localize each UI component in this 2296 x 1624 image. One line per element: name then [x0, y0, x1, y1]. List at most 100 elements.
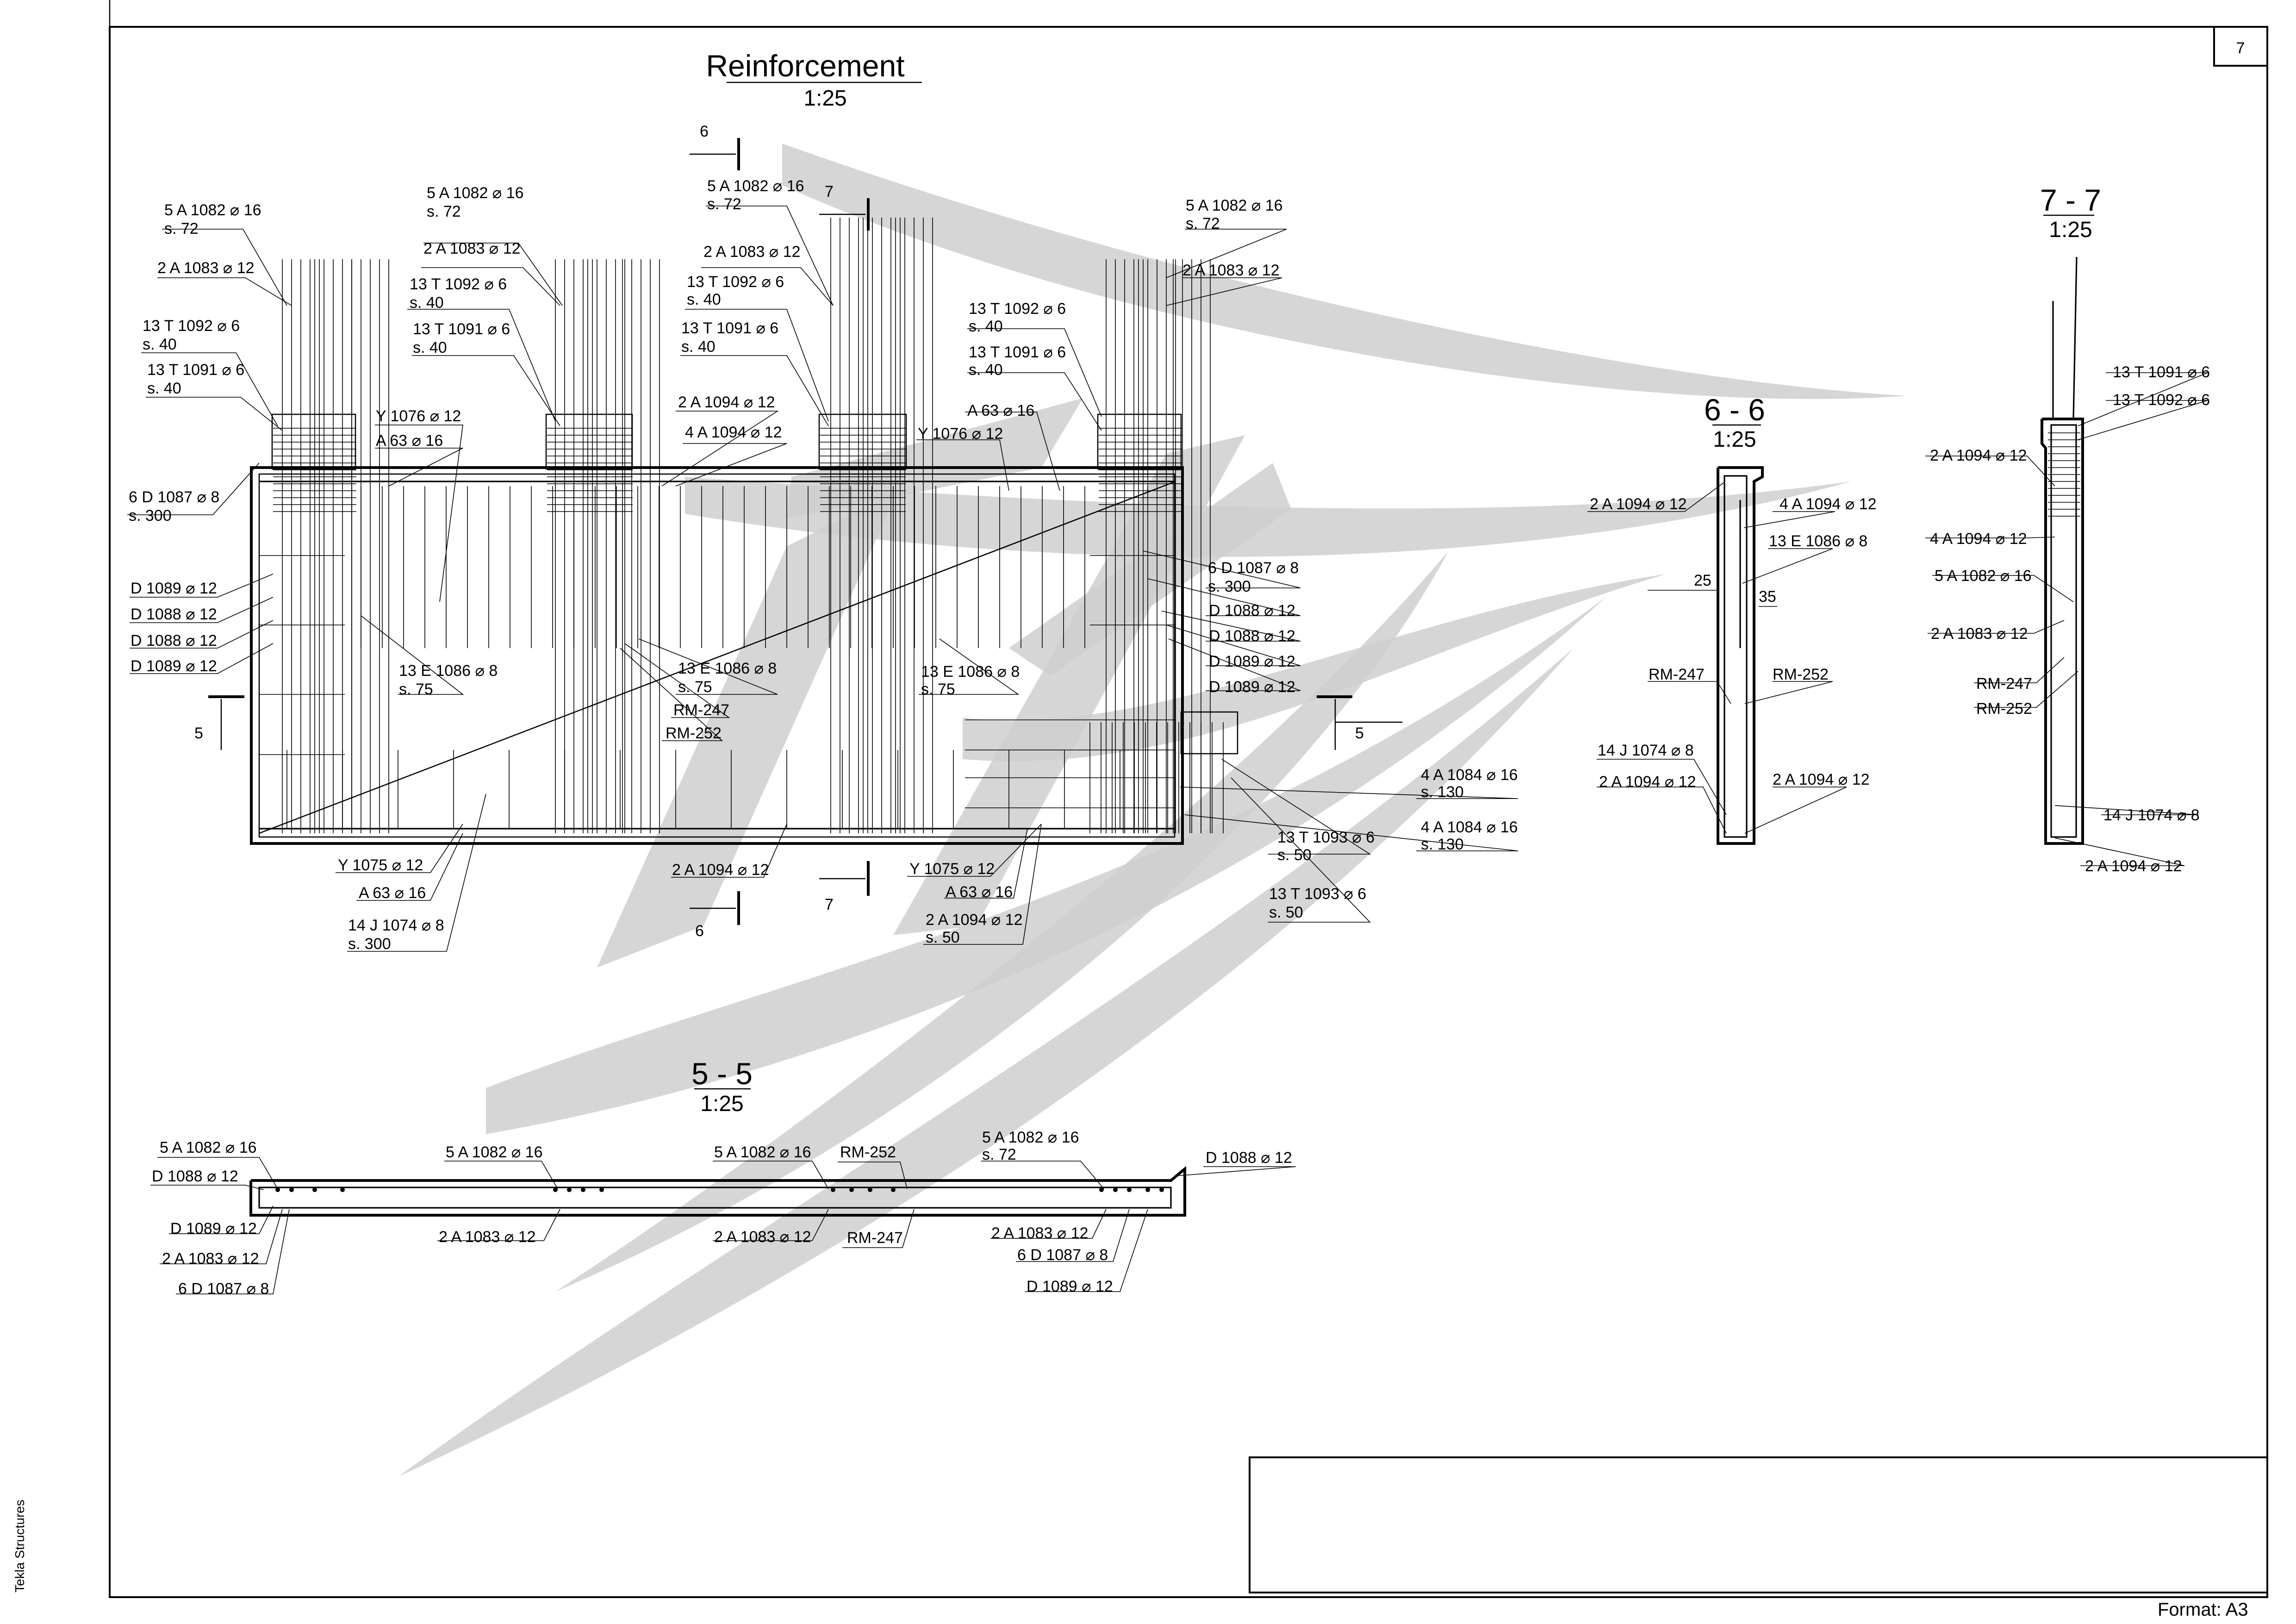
reinforcement-label: A 63 ⌀ 16 — [967, 402, 1034, 419]
reinforcement-label: 13 T 1091 ⌀ 6 — [681, 319, 778, 337]
reinforcement-label: 2 A 1094 ⌀ 12 — [926, 911, 1023, 929]
reinforcement-label: 5 A 1082 ⌀ 16 — [164, 201, 261, 219]
s77-label: 2 A 1094 ⌀ 12 — [1930, 447, 2027, 464]
reinforcement-label: s. 50 — [926, 929, 960, 946]
reinforcement-label: 2 A 1083 ⌀ 12 — [1182, 262, 1280, 279]
svg-text:5: 5 — [1355, 725, 1364, 742]
s66-label: 14 J 1074 ⌀ 8 — [1598, 742, 1694, 759]
bar-dot — [849, 1187, 854, 1192]
s55-label: RM-247 — [847, 1229, 903, 1247]
s55-label: 2 A 1083 ⌀ 12 — [714, 1228, 811, 1246]
reinforcement-label: 13 T 1092 ⌀ 6 — [687, 273, 784, 291]
reinforcement-label: s. 72 — [1186, 215, 1220, 232]
reinforcement-title: Reinforcement — [706, 49, 904, 83]
reinforcement-label: 13 T 1091 ⌀ 6 — [413, 320, 510, 338]
reinforcement-label: 5 A 1082 ⌀ 16 — [1186, 197, 1283, 214]
reinforcement-label: Y 1076 ⌀ 12 — [376, 407, 461, 425]
reinforcement-label: 5 A 1082 ⌀ 16 — [707, 177, 804, 195]
svg-text:6 - 6: 6 - 6 — [1704, 393, 1765, 427]
reinforcement-label: Y 1075 ⌀ 12 — [909, 860, 995, 878]
s66-label: 4 A 1094 ⌀ 12 — [1780, 495, 1877, 513]
reinforcement-label: 13 T 1093 ⌀ 6 — [1277, 829, 1375, 846]
s77-label: 13 T 1092 ⌀ 6 — [2113, 391, 2210, 409]
reinforcement-label: 6 D 1087 ⌀ 8 — [129, 488, 219, 506]
reinforcement-label: 4 A 1084 ⌀ 16 — [1421, 818, 1518, 836]
reinforcement-label: RM-247 — [673, 701, 729, 719]
reinforcement-label: s. 130 — [1421, 783, 1464, 801]
s55-label: 6 D 1087 ⌀ 8 — [1017, 1246, 1108, 1264]
reinforcement-label: A 63 ⌀ 16 — [376, 432, 443, 450]
reinforcement-label: 2 A 1094 ⌀ 12 — [672, 861, 769, 879]
reinforcement-label: RM-252 — [666, 725, 722, 742]
section-7-7: 7 - 7 1:25 13 T 1091 ⌀ 613 T 1092 ⌀ 62 A… — [1925, 183, 2210, 875]
reinforcement-label: 13 T 1092 ⌀ 6 — [143, 317, 240, 335]
bar-dot — [289, 1187, 294, 1192]
reinforcement-label: s. 300 — [348, 935, 391, 953]
s55-label: RM-252 — [840, 1143, 896, 1161]
reinforcement-label: s. 40 — [147, 380, 181, 397]
reinforcement-label: s. 75 — [678, 678, 712, 696]
s66-label: 35 — [1759, 588, 1776, 606]
reinforcement-label: D 1089 ⌀ 12 — [131, 657, 217, 675]
cut-mark-5-left: 5 — [194, 695, 244, 750]
s66-label: 13 E 1086 ⌀ 8 — [1769, 532, 1867, 550]
reinforcement-label: s. 40 — [681, 338, 716, 356]
bar-dot — [340, 1187, 345, 1192]
cut-mark-7-bottom: 7 — [819, 861, 870, 913]
bar-dot — [891, 1187, 896, 1192]
reinforcement-label: 13 T 1093 ⌀ 6 — [1269, 885, 1366, 903]
svg-text:7: 7 — [825, 896, 834, 913]
reinforcement-scale: 1:25 — [803, 86, 846, 111]
svg-text:1:25: 1:25 — [1713, 427, 1756, 452]
bar-dot — [1113, 1187, 1118, 1192]
s66-label: 25 — [1694, 572, 1711, 589]
reinforcement-label: 2 A 1083 ⌀ 12 — [423, 240, 521, 257]
reinforcement-label: A 63 ⌀ 16 — [946, 883, 1013, 901]
bar-dot — [312, 1187, 317, 1192]
bar-dot — [831, 1187, 835, 1192]
s66-label: RM-247 — [1649, 666, 1705, 683]
reinforcement-label: D 1088 ⌀ 12 — [131, 632, 217, 650]
s66-label: 2 A 1094 ⌀ 12 — [1599, 773, 1696, 791]
reinforcement-label: 13 E 1086 ⌀ 8 — [678, 660, 777, 677]
reinforcement-label: A 63 ⌀ 16 — [359, 884, 426, 902]
reinforcement-label: D 1089 ⌀ 12 — [131, 580, 217, 597]
bar-dot — [599, 1187, 604, 1192]
s55-label: 2 A 1083 ⌀ 12 — [439, 1228, 536, 1246]
page-number-box — [2213, 26, 2268, 67]
bar-dot — [1127, 1187, 1132, 1192]
svg-text:1:25: 1:25 — [700, 1092, 743, 1116]
reinforcement-label: 4 A 1094 ⌀ 12 — [685, 424, 782, 441]
reinforcement-label: s. 40 — [969, 361, 1003, 379]
reinforcement-label: s. 300 — [1208, 578, 1251, 595]
reinforcement-label: s. 72 — [707, 195, 741, 213]
s77-label: 4 A 1094 ⌀ 12 — [1930, 530, 2027, 548]
reinforcement-label: s. 40 — [410, 294, 444, 312]
sheet-border — [109, 26, 2268, 1598]
s66-label: 2 A 1094 ⌀ 12 — [1590, 495, 1687, 513]
reinforcement-label: 13 T 1092 ⌀ 6 — [410, 275, 507, 293]
bar-dot — [275, 1187, 280, 1192]
svg-text:5 - 5: 5 - 5 — [691, 1056, 753, 1091]
reinforcement-label: 5 A 1082 ⌀ 16 — [427, 184, 524, 202]
reinforcement-view: Reinforcement 1:25 6 — [127, 49, 1518, 953]
s55-label: 2 A 1083 ⌀ 12 — [162, 1250, 259, 1268]
watermark-logo — [398, 144, 1907, 1477]
s55-label: 5 A 1082 ⌀ 16 — [446, 1143, 543, 1161]
s55-label: D 1088 ⌀ 12 — [1206, 1149, 1292, 1167]
s77-label: 13 T 1091 ⌀ 6 — [2113, 363, 2210, 381]
reinforcement-label: s. 50 — [1277, 846, 1312, 864]
reinforcement-label: 6 D 1087 ⌀ 8 — [1208, 559, 1299, 577]
reinforcement-label: 13 T 1091 ⌀ 6 — [147, 361, 244, 379]
bar-dot — [868, 1187, 872, 1192]
reinforcement-label: 13 E 1086 ⌀ 8 — [921, 663, 1020, 681]
s77-label: 14 J 1074 ⌀ 8 — [2103, 806, 2200, 824]
s55-label: D 1089 ⌀ 12 — [1027, 1278, 1113, 1295]
s55-label: 5 A 1082 ⌀ 16 — [160, 1139, 257, 1156]
reinforcement-label: s. 72 — [164, 220, 199, 237]
s55-label: D 1089 ⌀ 12 — [170, 1220, 257, 1237]
page-number: 7 — [2236, 39, 2245, 57]
reinforcement-label: 13 E 1086 ⌀ 8 — [399, 662, 498, 680]
cut-mark-7-top: 7 — [819, 183, 870, 231]
s66-label: RM-252 — [1773, 666, 1829, 683]
